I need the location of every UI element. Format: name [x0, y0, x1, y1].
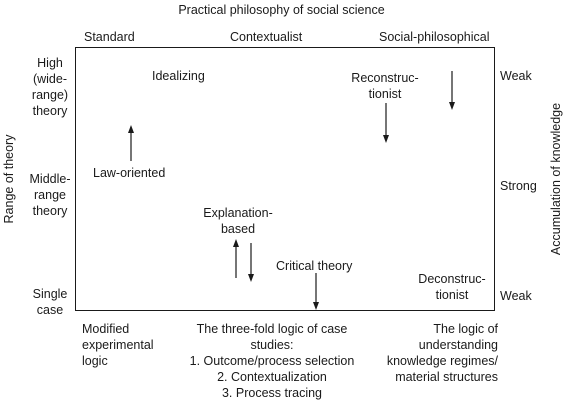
label-critical-theory: Critical theory	[276, 259, 353, 273]
bottom-social-philosophical-logic: The logic of understanding knowledge reg…	[386, 322, 498, 384]
column-header-standard: Standard	[84, 30, 135, 44]
row-label-single-case: Single case	[32, 287, 68, 317]
bottom-contextualist-logic: The three-fold logic of case studies: 1.…	[189, 322, 355, 400]
label-law-oriented: Law-oriented	[93, 166, 166, 180]
column-header-contextualist: Contextualist	[230, 30, 303, 44]
column-header-social-philosophical: Social-philosophical	[379, 30, 490, 44]
row-label-middle-range-theory: Middle- range theory	[29, 172, 71, 218]
label-deconstructionist: Deconstruc- tionist	[418, 272, 486, 302]
label-reconstructionist: Reconstruc- tionist	[351, 71, 419, 101]
knowledge-label-top: Weak	[500, 69, 532, 83]
row-label-high-theory: High (wide- range) theory	[31, 56, 69, 118]
knowledge-label-bottom: Weak	[500, 289, 532, 303]
diagram-frame	[75, 47, 495, 311]
diagram-title: Practical philosophy of social science	[178, 3, 385, 17]
label-idealizing: Idealizing	[152, 69, 205, 83]
knowledge-label-middle: Strong	[500, 179, 537, 193]
bottom-standard-logic: Modified experimental logic	[82, 322, 154, 368]
label-explanation-based: Explanation- based	[203, 206, 273, 236]
